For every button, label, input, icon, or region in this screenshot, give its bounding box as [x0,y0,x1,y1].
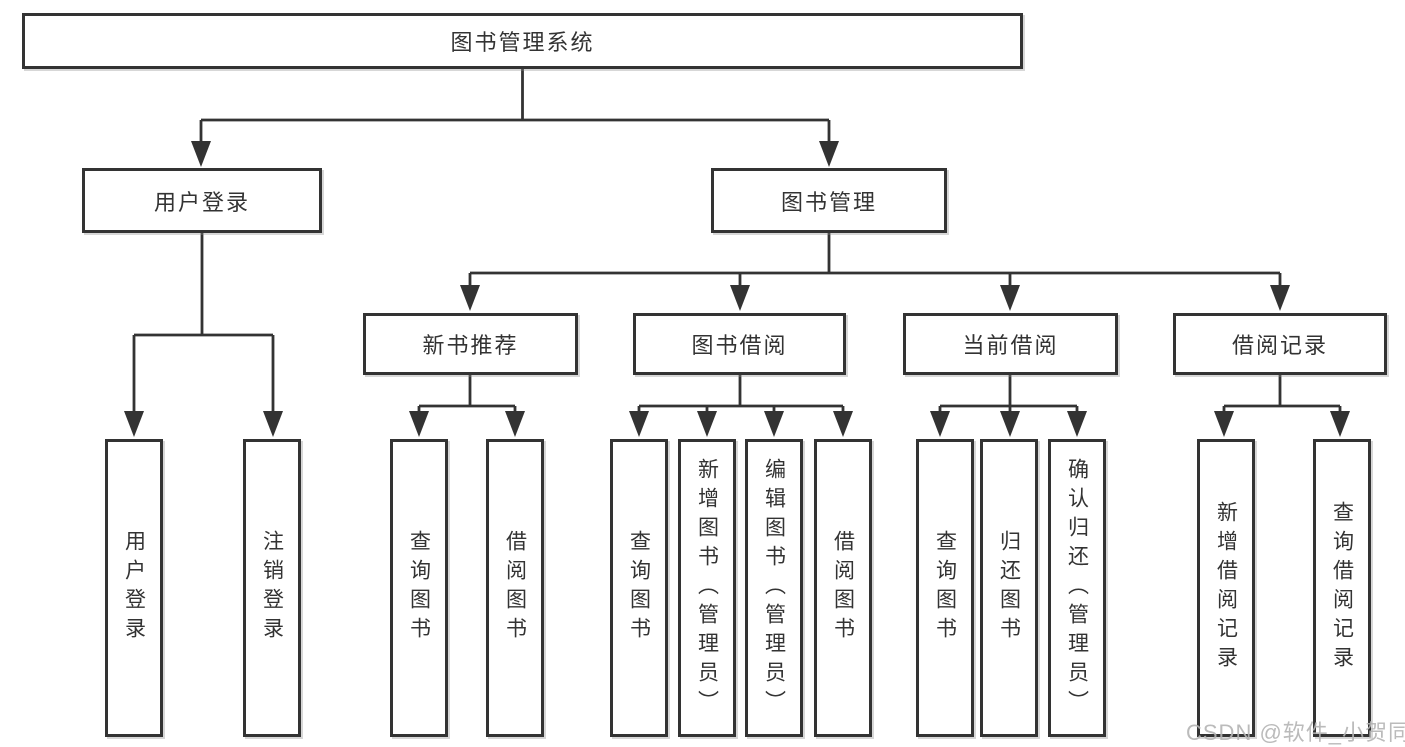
node-label: 借阅记录 [1231,333,1328,358]
node-label: 借阅图书 [831,530,855,646]
node-label: 查询借阅记录 [1330,501,1354,675]
node-book-management-module: 图书管理 [711,168,947,233]
node-label: 新增借阅记录 [1214,501,1238,675]
csdn-watermark: CSDN @软件_小贺同学 [1186,720,1405,745]
node-root-library-system: 图书管理系统 [22,13,1023,69]
node-label: 查询图书 [933,530,957,646]
node-label: 新增图书（管理员） [695,457,719,719]
node-label: 注销登录 [260,530,284,646]
node-label: 当前借阅 [962,333,1059,358]
node-label: 用户登录 [153,189,250,215]
leaf-user-login: 用户登录 [105,439,163,737]
leaf-add-books-admin: 新增图书（管理员） [678,439,736,737]
leaf-query-books-recommend: 查询图书 [390,439,448,737]
leaf-logout: 注销登录 [243,439,301,737]
node-label: 确认归还（管理员） [1065,457,1089,719]
leaf-query-borrow-record: 查询借阅记录 [1313,439,1371,737]
node-label: 图书管理 [780,189,877,215]
node-borrowing-records: 借阅记录 [1173,313,1387,375]
node-book-borrowing: 图书借阅 [633,313,846,375]
leaf-add-borrow-record: 新增借阅记录 [1197,439,1255,737]
node-label: 新书推荐 [422,333,519,358]
node-user-login-module: 用户登录 [82,168,322,233]
node-label: 编辑图书（管理员） [762,457,786,719]
node-label: 借阅图书 [503,530,527,646]
node-label: 查询图书 [627,530,651,646]
leaf-edit-books-admin: 编辑图书（管理员） [745,439,803,737]
leaf-return-books: 归还图书 [980,439,1038,737]
leaf-query-books-borrow: 查询图书 [610,439,668,737]
leaf-confirm-return-admin: 确认归还（管理员） [1048,439,1106,737]
node-label: 用户登录 [122,530,146,646]
leaf-borrow-books-recommend: 借阅图书 [486,439,544,737]
leaf-borrow-books: 借阅图书 [814,439,872,737]
node-current-borrowing: 当前借阅 [903,313,1118,375]
leaf-query-books-current: 查询图书 [916,439,974,737]
node-new-book-recommend: 新书推荐 [363,313,578,375]
node-label: 归还图书 [997,530,1021,646]
node-label: 查询图书 [407,530,431,646]
node-label: 图书管理系统 [450,30,595,55]
node-label: 图书借阅 [691,333,788,358]
